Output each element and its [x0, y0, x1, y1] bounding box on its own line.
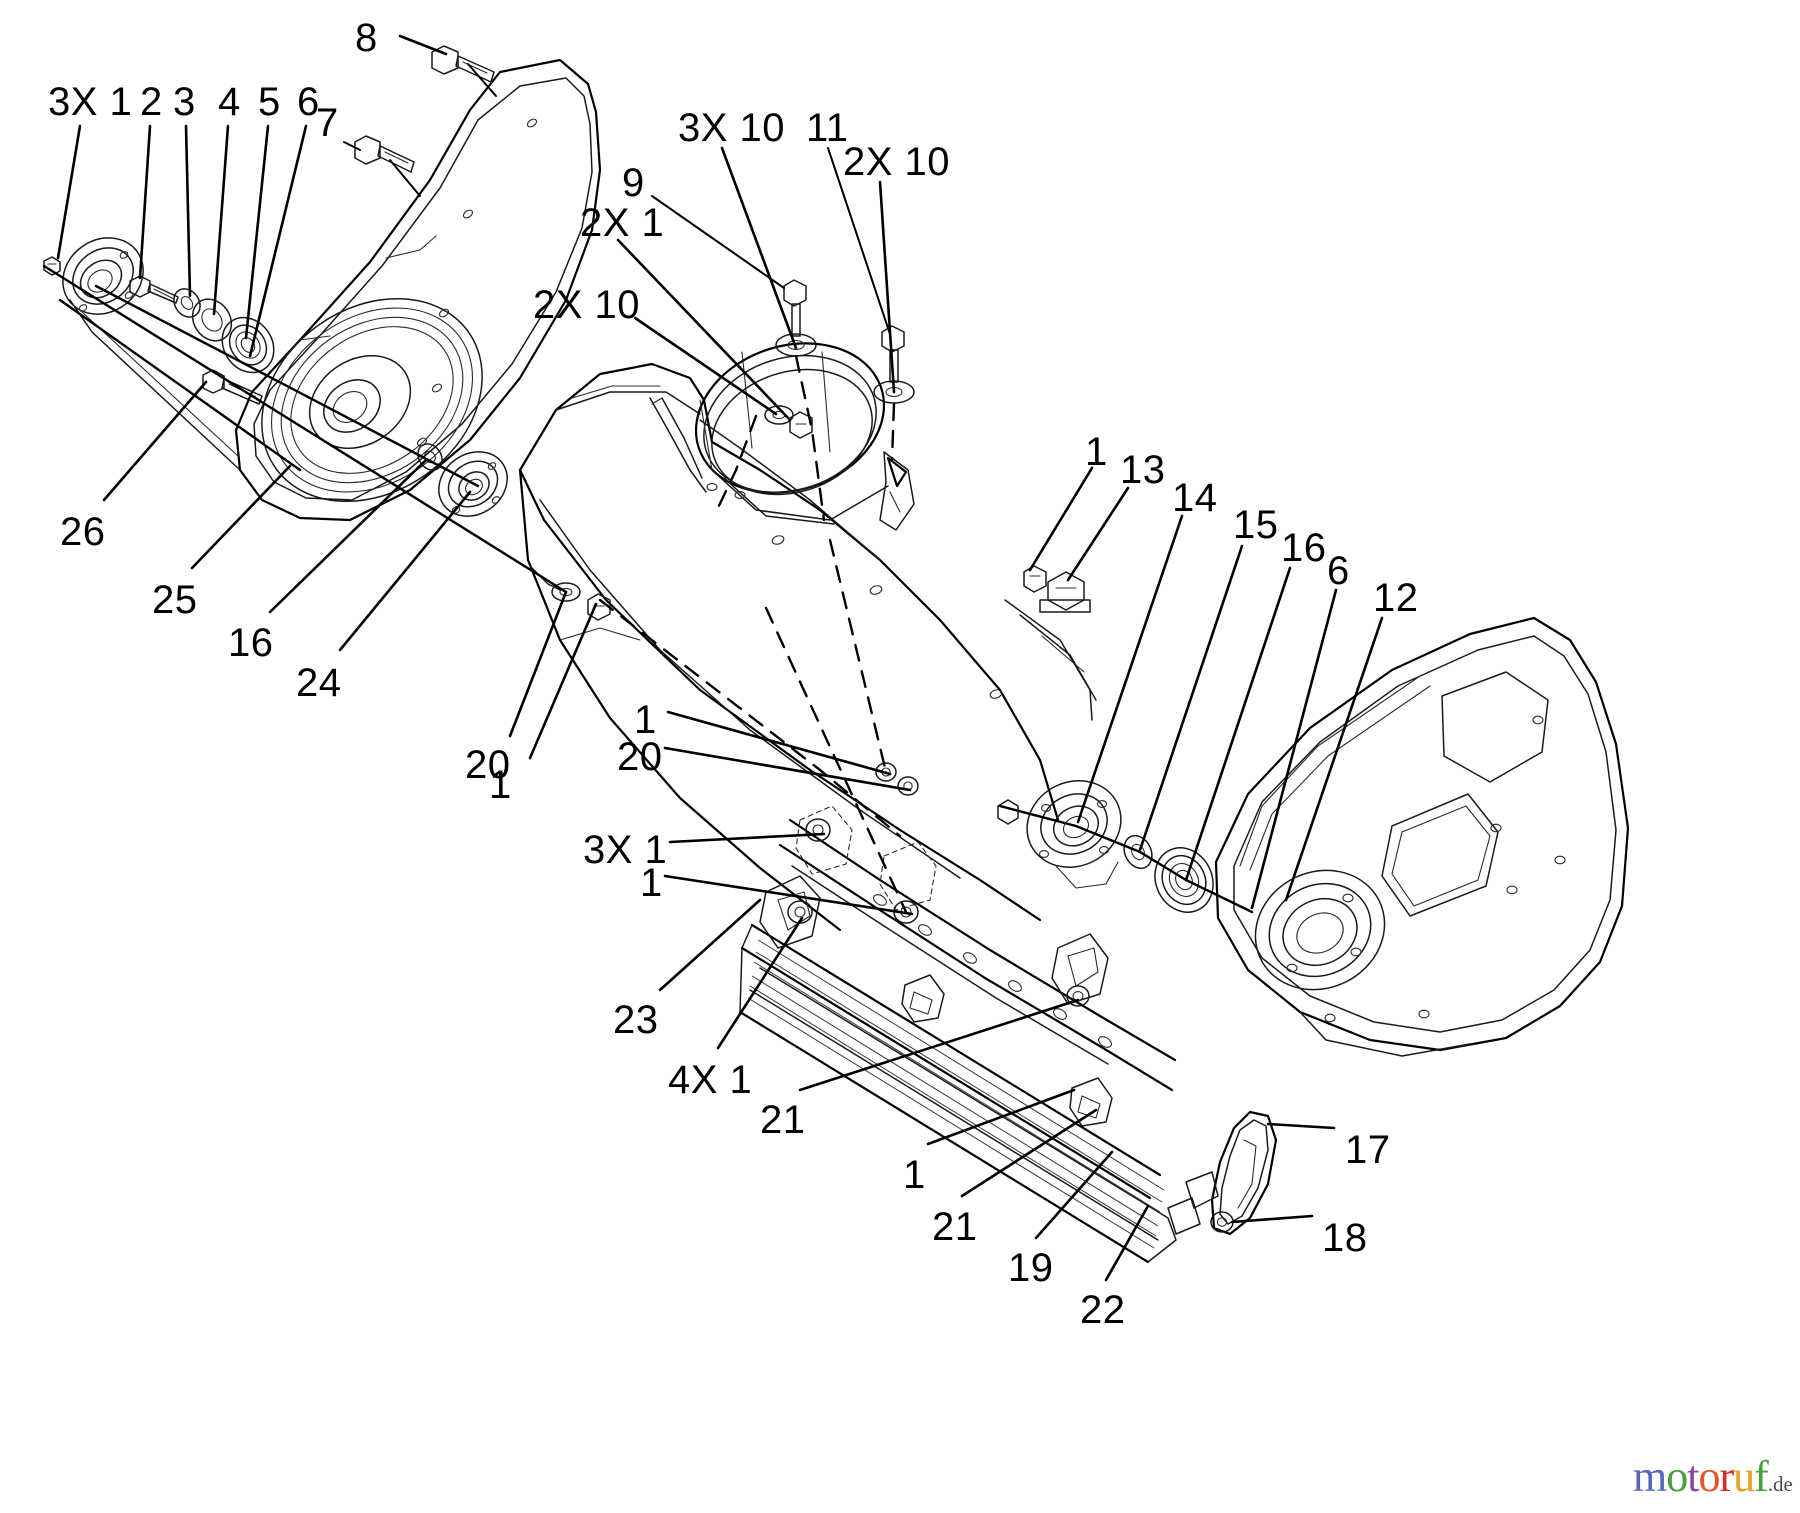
callout-1-b: 1	[489, 763, 512, 807]
fasteners-9-10-11	[714, 279, 915, 522]
skid-shoe-17	[1167, 1110, 1278, 1236]
right-side-panel	[1214, 616, 1630, 1057]
callout-20-a: 20	[465, 743, 511, 787]
bolt-7-8	[202, 45, 495, 405]
mounting-brackets	[759, 762, 1109, 1007]
callout-9: 9	[622, 161, 645, 205]
callout-2x1: 2X 1	[580, 201, 665, 245]
callout-1-c: 1	[634, 698, 657, 742]
motoruf-watermark: motoruf.de	[1633, 1455, 1793, 1499]
main-auger-housing	[518, 342, 1097, 932]
callout-21-b: 21	[932, 1205, 978, 1249]
callout-21-a: 21	[760, 1098, 806, 1142]
callout-2x10-a: 2X 10	[843, 140, 951, 184]
callout-6-a: 6	[297, 80, 320, 124]
watermark-letter-m: m	[1633, 1452, 1667, 1501]
callout-5: 5	[258, 80, 281, 124]
callout-2: 2	[140, 80, 163, 124]
callout-6-b: 6	[1327, 549, 1350, 593]
callout-11: 11	[806, 106, 849, 150]
callout-4x1: 4X 1	[668, 1058, 753, 1102]
callout-20-b: 20	[617, 735, 663, 779]
callout-16-b: 16	[1281, 526, 1327, 570]
watermark-letter-o1: o	[1666, 1452, 1688, 1501]
callout-16-a: 16	[228, 621, 274, 665]
callout-1-d: 1	[640, 861, 663, 905]
callout-2x10-b: 2X 10	[533, 283, 641, 327]
watermark-suffix: .de	[1767, 1472, 1793, 1496]
callout-1-a: 1	[1085, 430, 1108, 474]
watermark-letter-o2: o	[1698, 1452, 1720, 1501]
watermark-letter-f: f	[1754, 1452, 1769, 1501]
callout-3: 3	[173, 80, 196, 124]
watermark-letter-u: u	[1733, 1452, 1755, 1501]
right-bearing-stack	[997, 565, 1254, 914]
callout-12: 12	[1373, 576, 1419, 620]
callout-17: 17	[1345, 1128, 1391, 1172]
callout-26: 26	[60, 510, 106, 554]
callout-14: 14	[1172, 476, 1218, 520]
callout-1-e: 1	[903, 1153, 926, 1197]
auger-shaft-frame	[738, 818, 1177, 1264]
assembly-axis-lines	[42, 264, 908, 914]
callout-4: 4	[218, 80, 241, 124]
callout-8: 8	[355, 16, 378, 60]
callout-15: 15	[1233, 503, 1279, 547]
watermark-letter-r: r	[1719, 1452, 1734, 1501]
callout-18: 18	[1322, 1216, 1368, 1260]
callout-3x1-a: 3X 1	[48, 80, 133, 124]
leader-lines	[56, 34, 1384, 1282]
callout-3x1-b: 3X 1	[583, 828, 668, 872]
callout-23: 23	[613, 998, 659, 1042]
callout-3x10: 3X 10	[678, 106, 786, 150]
callout-22: 22	[1080, 1288, 1126, 1332]
callout-7: 7	[316, 101, 339, 145]
callout-19: 19	[1008, 1246, 1054, 1290]
callout-13: 13	[1120, 448, 1166, 492]
watermark-letter-t: t	[1687, 1452, 1699, 1501]
callout-25: 25	[152, 578, 198, 622]
callout-24: 24	[296, 661, 342, 705]
left-side-panel	[234, 58, 602, 522]
